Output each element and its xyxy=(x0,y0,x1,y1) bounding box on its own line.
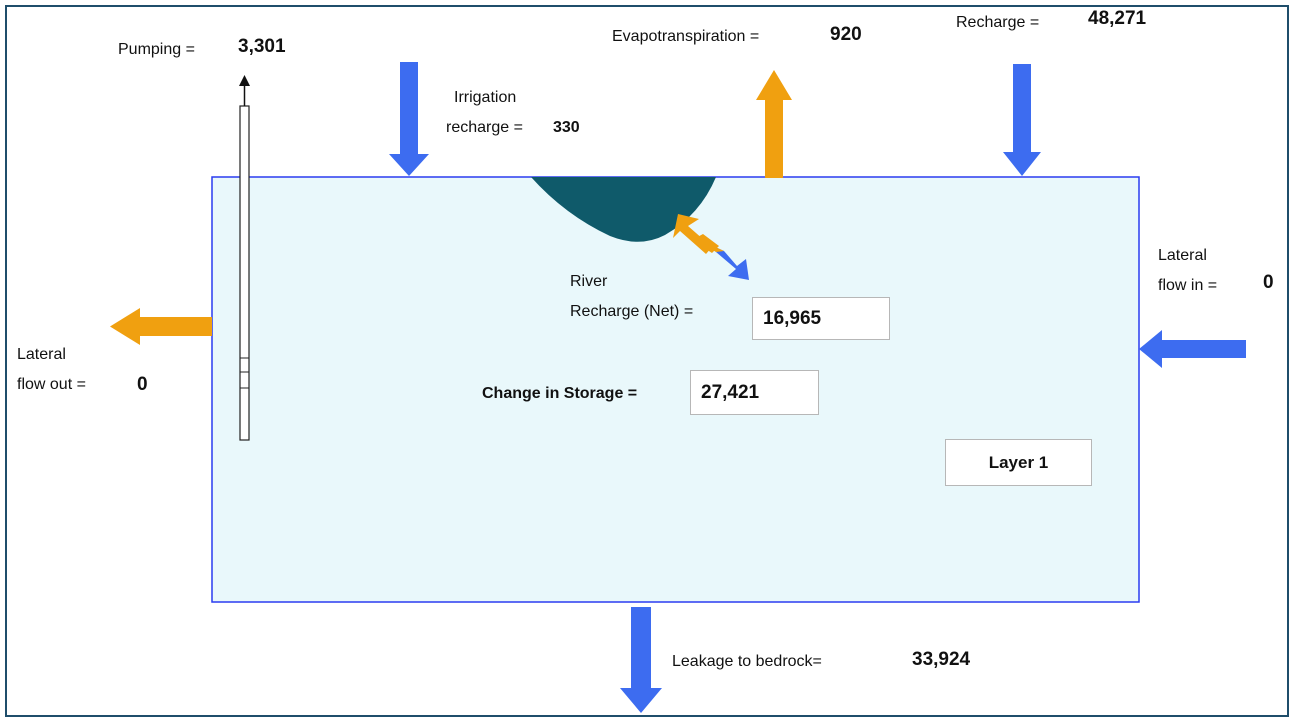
irrigation-arrow xyxy=(389,62,429,176)
diagram-frame xyxy=(5,5,1289,717)
evapotranspiration-arrow xyxy=(756,70,792,178)
evapotranspiration-value: 920 xyxy=(830,24,862,45)
pumping-value: 3,301 xyxy=(238,36,286,57)
lateral-out-label-line2: flow out = xyxy=(17,376,86,393)
lateral-out-arrow xyxy=(110,308,212,345)
lateral-out-label-line1: Lateral xyxy=(17,346,66,363)
pumping-label: Pumping = xyxy=(118,41,195,58)
lateral-in-label-line2: flow in = xyxy=(1158,277,1218,294)
river-value-box: 16,965 xyxy=(752,297,890,340)
recharge-value: 48,271 xyxy=(1088,8,1147,29)
pumping-well xyxy=(239,75,250,441)
evapotranspiration-label: Evapotranspiration = xyxy=(612,28,760,45)
river-label-line2: Recharge (Net) = xyxy=(570,303,694,320)
river-channel xyxy=(531,177,716,242)
recharge-arrow xyxy=(1003,64,1041,176)
lateral-in-label-line1: Lateral xyxy=(1158,247,1207,264)
recharge-label: Recharge = xyxy=(956,14,1040,31)
irrigation-label-line1: Irrigation xyxy=(454,89,517,106)
layer-label-box: Layer 1 xyxy=(945,439,1092,486)
irrigation-value: 330 xyxy=(553,119,580,136)
irrigation-label-line2: recharge = xyxy=(446,119,523,136)
river-label-line1: River xyxy=(570,273,608,290)
aquifer-layer xyxy=(211,176,1140,603)
storage-label: Change in Storage = xyxy=(482,385,638,402)
lateral-in-value: 0 xyxy=(1263,272,1274,293)
lateral-out-value: 0 xyxy=(137,374,148,395)
lateral-in-arrow xyxy=(1139,330,1246,368)
leakage-arrow xyxy=(620,607,662,713)
leakage-value: 33,924 xyxy=(912,649,971,670)
leakage-label: Leakage to bedrock= xyxy=(672,653,822,670)
storage-value-box: 27,421 xyxy=(690,370,819,415)
river-exchange-arrow xyxy=(673,214,749,280)
